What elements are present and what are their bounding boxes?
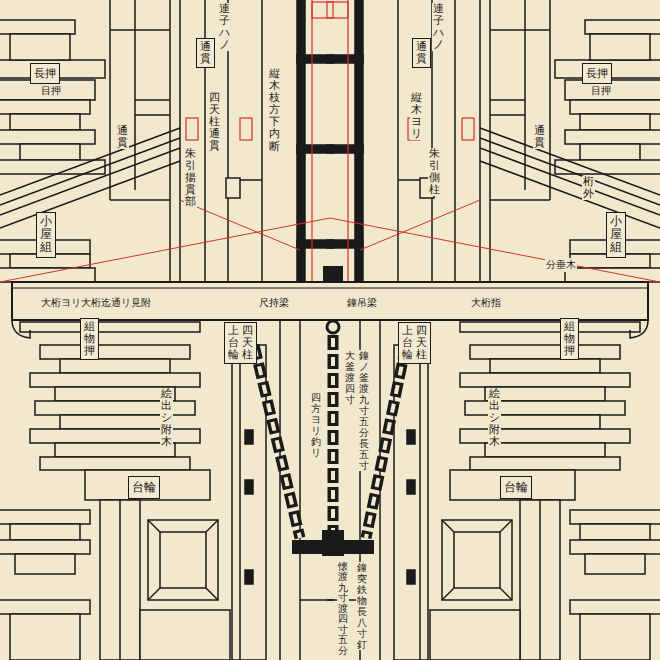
label-box: 四天柱上台輪 xyxy=(224,322,257,364)
part-name: 小屋組 xyxy=(610,215,622,255)
part-label: 大桁指 xyxy=(470,296,502,310)
hanger-block xyxy=(322,530,344,556)
hook-ring xyxy=(327,321,339,333)
label-box: 小屋組 xyxy=(36,212,56,258)
label-box: 小屋組 xyxy=(606,212,626,258)
part-label: 通貫 xyxy=(116,125,129,149)
structure-line xyxy=(328,335,339,538)
part-label: 鐘突鉄物長八寸釘 xyxy=(356,562,368,650)
part-name: 組物押 xyxy=(84,321,95,357)
part-label: 大釜渡四寸 xyxy=(344,350,356,405)
label-box: 四天柱上台輪 xyxy=(398,322,431,364)
chain xyxy=(254,335,406,538)
part-label: 縦木枝方下内断 xyxy=(268,68,281,153)
part-name: 四天柱 xyxy=(242,325,253,361)
label-box: 通貫 xyxy=(196,38,215,68)
part-label: 分垂木 xyxy=(545,258,577,272)
part-label: 絵出シ附木 xyxy=(488,388,501,448)
label-box: 組物押 xyxy=(560,318,579,360)
beam-end xyxy=(12,320,30,338)
part-label: 連子ハノ xyxy=(218,3,231,51)
part-label: 絵出シ附木 xyxy=(160,388,173,448)
part-name: 通貫 xyxy=(416,41,427,65)
part-label: 懐渡九寸渡四寸五分 xyxy=(337,562,349,656)
part-name: 通貫 xyxy=(200,41,211,65)
beam-line xyxy=(12,288,648,289)
right-half xyxy=(327,0,660,660)
part-name: 小屋組 xyxy=(40,215,52,255)
part-name: 上台輪 xyxy=(228,325,239,361)
part-label: 目押 xyxy=(590,84,612,98)
structure-line xyxy=(254,345,300,538)
part-label: 目押 xyxy=(40,84,62,98)
part-label: 鐘ノ釜渡九寸五分長五寸 xyxy=(358,350,370,471)
structure-line xyxy=(366,345,406,538)
label-box: 通貫 xyxy=(412,38,431,68)
part-name: 長押 xyxy=(586,66,608,81)
part-label: 尺持梁 xyxy=(258,296,290,310)
part-name: 台輪 xyxy=(504,479,528,496)
structure-line xyxy=(331,335,335,538)
part-label: 通貫 xyxy=(533,125,546,149)
beam-end xyxy=(630,320,648,338)
part-label: 四天柱通貫 xyxy=(208,92,221,152)
label-box: 台輪 xyxy=(128,476,160,499)
part-label: 朱引揚貫部 xyxy=(184,148,197,208)
part-name: 長押 xyxy=(34,66,56,81)
part-name: 上台輪 xyxy=(402,325,413,361)
part-label: 縦木ヨリ xyxy=(410,92,423,140)
structure-line xyxy=(254,345,300,538)
label-box: 台輪 xyxy=(500,476,532,499)
left-half xyxy=(0,0,333,660)
part-label: 連子ハノ xyxy=(432,3,445,51)
part-label: 四方ヨリ釣リ xyxy=(310,392,322,458)
structure-line xyxy=(366,345,406,538)
part-name: 四天柱 xyxy=(416,325,427,361)
part-name: 台輪 xyxy=(132,479,156,496)
part-label: 鐘吊梁 xyxy=(346,296,378,310)
part-label: 大桁ヨリ大桁迄通リ見附 xyxy=(40,296,152,310)
part-label: 朱引側柱 xyxy=(428,148,441,196)
main-beam xyxy=(12,282,648,320)
part-label: 桁外 xyxy=(582,176,595,200)
label-box: 長押 xyxy=(30,63,60,84)
part-name: 組物押 xyxy=(564,321,575,357)
label-box: 組物押 xyxy=(80,318,99,360)
label-box: 長押 xyxy=(582,63,612,84)
hook-plate xyxy=(323,266,343,282)
